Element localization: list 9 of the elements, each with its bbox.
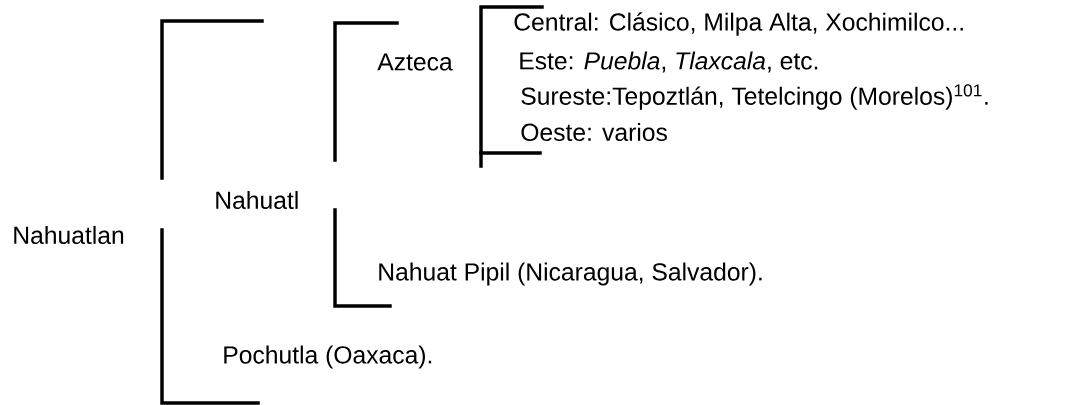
label: Oeste: varios	[521, 122, 667, 142]
label: Sureste:Tepoztlán, Tetelcingo (Morelos)$^{101}$.	[521, 84, 988, 110]
label: Nahuatlan	[14, 225, 124, 245]
label: Nahuatl	[216, 190, 298, 210]
label: Este: Puebla, Tlaxcala, etc.	[520, 51, 818, 73]
label: Pochutla (Oaxaca).	[224, 345, 432, 369]
label: Central: Clásico, Milpa Alta, Xochimilco...	[514, 12, 963, 36]
label: Nahuat Pipil (Nicaragua, Salvador).	[379, 262, 762, 286]
label: Azteca	[377, 53, 453, 71]
